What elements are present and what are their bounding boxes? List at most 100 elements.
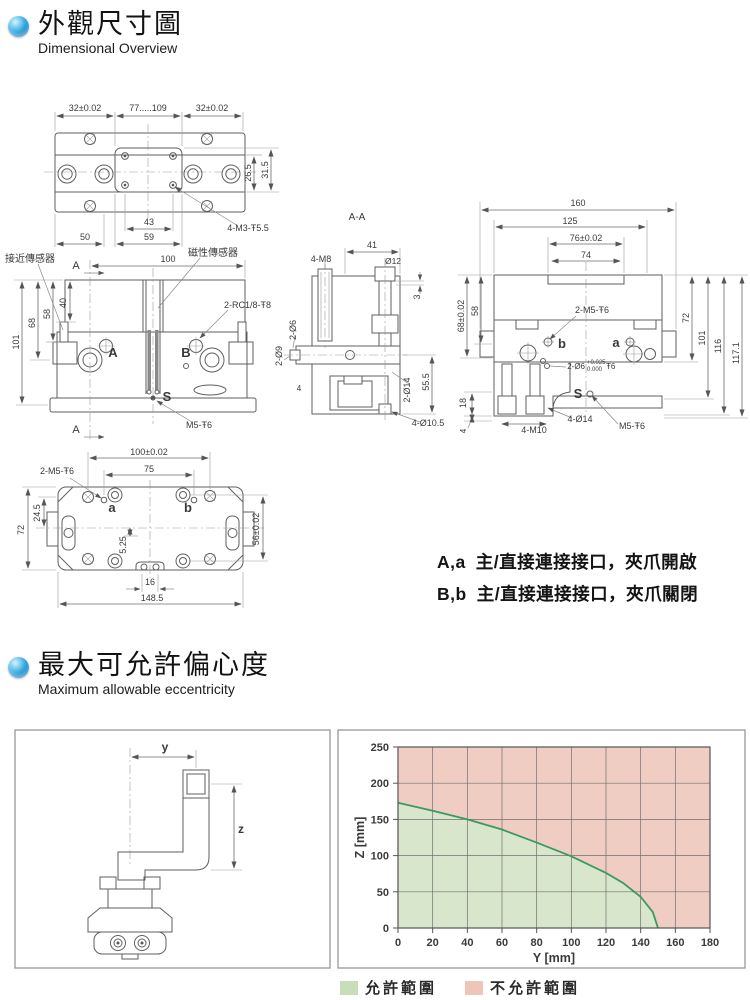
dim-label: 101 [697, 330, 707, 345]
dim-label: 72 [681, 313, 691, 323]
dim-label: 32±0.02 [69, 103, 101, 113]
dim-label: 160 [570, 198, 585, 208]
dim-label: b [558, 336, 566, 351]
x-tick-label: 20 [427, 937, 439, 949]
dim-label: 2-M5-Ŧ6 [40, 466, 74, 476]
dim-label: 50 [80, 232, 90, 242]
dim-label: 58 [42, 309, 52, 319]
x-tick-label: 0 [395, 937, 401, 949]
boundary-curve [397, 801, 659, 929]
drawing-top-view: 32±0.02 77.....109 32±0.02 26.5 31.5 43 59 50 4-… [44, 103, 279, 247]
x-tick-label: 60 [496, 937, 508, 949]
y-tick-label: 250 [371, 742, 389, 754]
x-tick-label: 160 [666, 937, 684, 949]
dim-label: 2-Ø9 [274, 346, 284, 366]
legend-label-not-allowed: 不允許範圍 [490, 980, 581, 997]
dim-label: 18 [458, 398, 468, 408]
dim-label: 72 [16, 525, 26, 535]
dim-label: 117.1 [731, 342, 741, 364]
dim-label: 2-Ø6 [288, 320, 298, 340]
dim-label: 16 [145, 577, 155, 587]
dim-label: 2-Ø14 [402, 377, 412, 402]
legend-label-allowed: 允許範圍 [365, 980, 438, 997]
dim-label: b [184, 500, 192, 515]
dim-label: 32±0.02 [196, 103, 228, 113]
x-tick-label: 140 [631, 937, 649, 949]
dim-label: A [108, 345, 118, 360]
y-tick-label: 100 [371, 851, 389, 863]
dim-label: A-A [349, 212, 366, 223]
section-2-subtitle: Maximum allowable eccentricity [38, 681, 235, 697]
dim-label: 55.5 [421, 373, 431, 391]
dim-label: a [612, 335, 620, 350]
dim-label: a [108, 500, 116, 515]
dim-label: 2-M5-Ŧ6 [575, 305, 609, 315]
dim-label: +0.025 [587, 360, 606, 366]
dim-label: 116 [713, 339, 723, 353]
dim-label: 3 [412, 294, 422, 299]
dim-label: 4 [297, 384, 302, 393]
dim-label: A [72, 260, 80, 272]
dim-label: z [238, 822, 244, 836]
section-bullet-icon [8, 16, 29, 37]
x-tick-label: 80 [531, 937, 543, 949]
y-tick-label: 150 [371, 814, 389, 826]
dim-label: 101 [11, 334, 21, 349]
dim-label: 41 [367, 240, 377, 250]
dim-label: 4-M10 [521, 425, 547, 435]
dim-label: Ŧ6 [606, 362, 616, 371]
dim-label: 68 [27, 318, 37, 328]
dim-label: 100±0.02 [130, 447, 167, 457]
y-tick-label: 0 [383, 923, 389, 935]
dim-label: 74 [581, 250, 591, 260]
legend-item-not-allowed: 不允許範圍 [465, 977, 580, 998]
dim-label: 43 [144, 217, 154, 227]
eccentricity-figure: yz [14, 729, 331, 969]
dim-label: 2-RC1/8-Ŧ8 [224, 300, 271, 310]
dim-label: 4-Ø10.5 [412, 418, 445, 428]
dim-label: Ø12 [385, 256, 401, 266]
dim-label: 31.5 [260, 161, 270, 179]
section-1-title: 外觀尺寸圖 [38, 9, 183, 39]
dim-label: 5.25 [118, 536, 128, 554]
dim-label: 接近傳感器 [5, 252, 55, 265]
dim-label: B [181, 345, 190, 360]
y-tick-label: 50 [377, 887, 389, 899]
section-bullet-icon [8, 657, 29, 678]
section-1-header: 外觀尺寸圖 Dimensional Overview [8, 9, 183, 56]
dim-label: 26.5 [243, 164, 253, 182]
dim-label: 磁性傳感器 [188, 246, 238, 259]
dim-label: 100 [160, 254, 175, 264]
legend-item-allowed: 允許範圍 [340, 977, 437, 998]
dim-label: 4-Ø14 [567, 414, 592, 424]
dim-label: 58 [470, 306, 480, 316]
y-axis-title: Z [mm] [353, 817, 367, 859]
dim-label: 77.....109 [129, 103, 167, 113]
dim-label: 148.5 [141, 593, 164, 603]
dim-label: 4-M3-Ŧ5.5 [227, 223, 269, 233]
legend-swatch-allowed [340, 980, 358, 995]
x-tick-label: 40 [461, 937, 473, 949]
dim-label: 76±0.02 [570, 233, 602, 243]
dim-label: 4 [459, 428, 468, 433]
dim-label: 56±0.02 [251, 513, 261, 545]
x-axis-title: Y [mm] [533, 951, 575, 965]
region-allowed [398, 802, 658, 928]
dim-label: y [162, 740, 169, 754]
section-2-title: 最大可允許偏心度 [38, 650, 270, 680]
dim-label: 125 [562, 216, 577, 226]
dim-label: 40 [58, 298, 68, 308]
x-tick-label: 180 [701, 937, 719, 949]
dim-label: 0.000 [587, 367, 603, 373]
dim-label: 59 [144, 232, 154, 242]
y-tick-label: 200 [371, 778, 389, 790]
